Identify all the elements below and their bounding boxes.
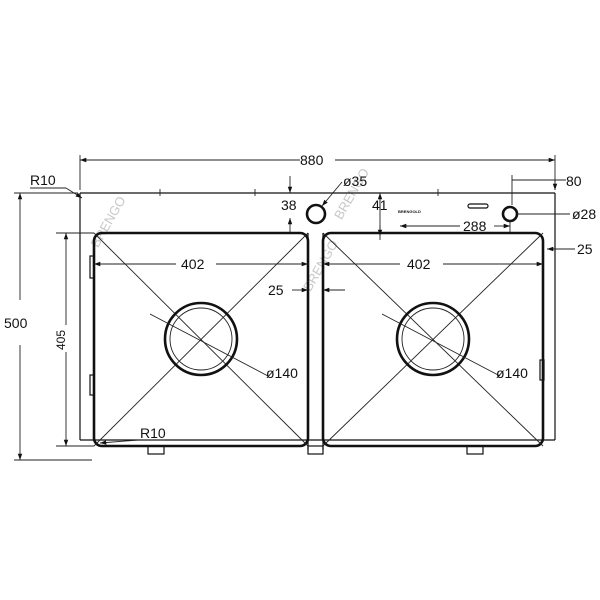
bowl-depth-label: 405 <box>54 330 68 350</box>
watermark-center: BRENGO <box>300 237 341 293</box>
right-drain-label: ø140 <box>496 365 528 381</box>
radius-top-label: R10 <box>30 172 56 188</box>
right-margin-label: 25 <box>577 241 593 257</box>
dim-overall-depth: 500 <box>4 192 92 461</box>
dim-accessory-hole: ø28 <box>517 206 596 222</box>
dim-radius-bottom: R10 <box>99 425 166 445</box>
dim-accessory-offset: 41 <box>372 193 388 240</box>
dim-left-drain: ø140 <box>149 313 298 381</box>
right-drain <box>395 301 471 377</box>
dim-divider-width: 25 <box>268 282 345 298</box>
overall-depth-label: 500 <box>4 315 28 331</box>
right-bowl <box>321 231 545 455</box>
dim-accessory-distance: 288 <box>400 218 511 234</box>
left-drain-label: ø140 <box>266 365 298 381</box>
accessory-diameter-label: ø28 <box>572 206 596 222</box>
divider-width-label: 25 <box>268 282 284 298</box>
accessory-hole <box>501 205 519 223</box>
dim-right-bowl-width: 402 <box>323 256 543 272</box>
dim-tap-offset: 38 <box>281 176 297 232</box>
dim-tap-hole: ø35 <box>321 173 367 207</box>
dim-overall-width: 880 <box>79 152 556 190</box>
left-bowl <box>89 231 310 455</box>
soap-slot <box>467 203 489 209</box>
accessory-offset-label: 41 <box>372 197 388 213</box>
tap-offset-label: 38 <box>281 197 297 213</box>
dim-bowl-depth: 405 <box>54 232 94 447</box>
radius-bottom-label: R10 <box>140 425 166 441</box>
dim-radius-top: R10 <box>30 172 83 199</box>
tap-hole <box>305 203 327 225</box>
right-offset-label: 80 <box>566 173 582 189</box>
right-bowl-width-label: 402 <box>407 256 431 272</box>
left-bowl-width-label: 402 <box>181 256 205 272</box>
dim-right-drain: ø140 <box>381 313 528 381</box>
dim-left-bowl-width: 402 <box>94 256 308 272</box>
accessory-distance-label: 288 <box>463 218 487 234</box>
tap-hole-diameter-label: ø35 <box>343 173 367 189</box>
dim-right-margin: 25 <box>547 241 593 257</box>
bowl-divider <box>307 233 324 455</box>
overall-width-label: 880 <box>300 152 324 168</box>
dim-right-offset: 80 <box>511 173 582 205</box>
left-drain <box>163 301 239 377</box>
brand-mark: BRENGOLD <box>398 209 421 214</box>
